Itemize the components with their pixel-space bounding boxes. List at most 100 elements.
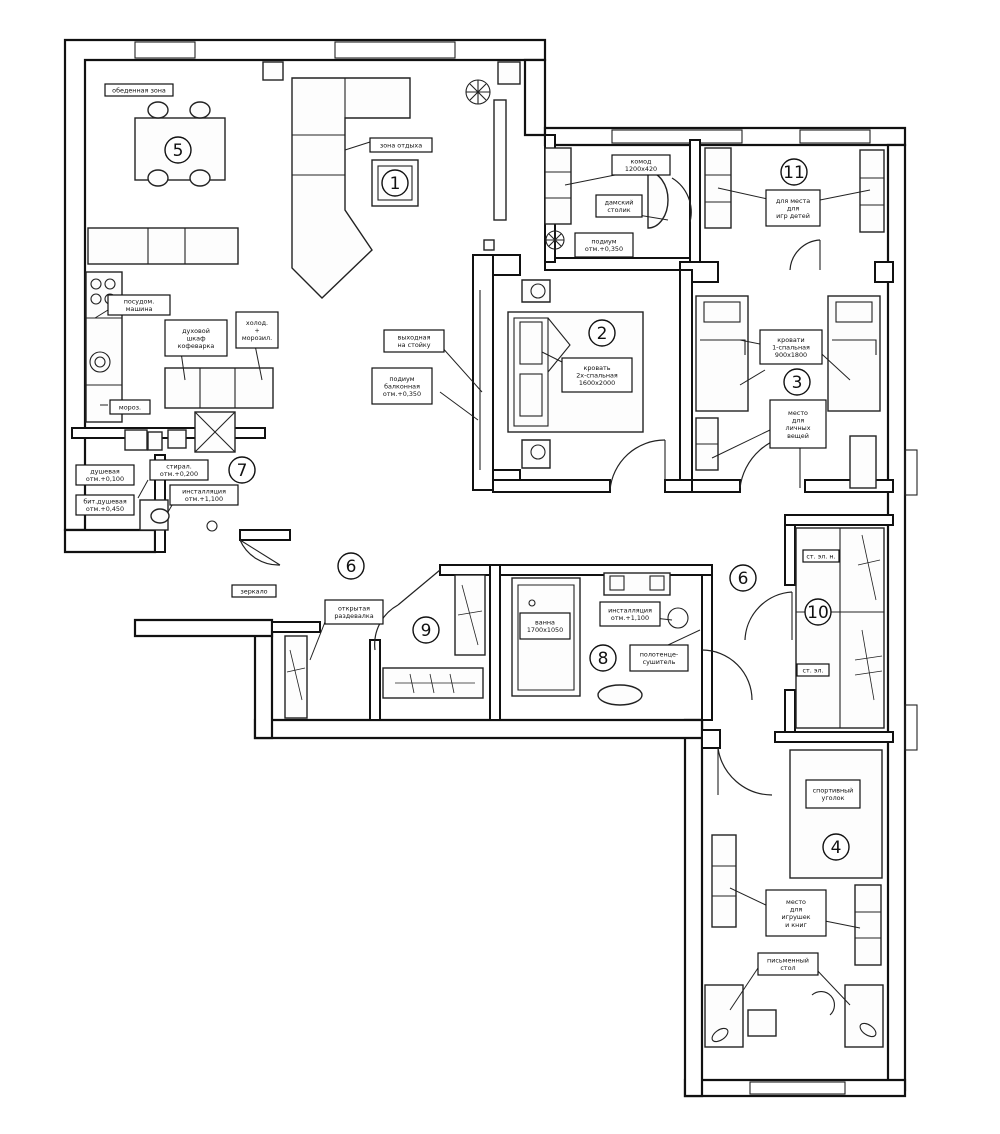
- lamp-icon: [711, 1022, 877, 1043]
- callout-text: уголок: [822, 794, 845, 802]
- callout-text: сушитель: [643, 658, 676, 666]
- kitchen: [85, 271, 274, 453]
- callout-text: игр детей: [776, 212, 810, 220]
- callout-text: полотенце-: [640, 651, 679, 659]
- callout-text: бит.душевая: [83, 498, 127, 506]
- callout-text: отм.+0,350: [383, 390, 421, 398]
- corner-sofa: [291, 77, 411, 299]
- callout-text: отм.+0,350: [585, 245, 623, 253]
- callout-box: [769, 399, 827, 449]
- callout-hood-fridge: холод.+морозил.: [235, 311, 279, 349]
- room-number-text: 9: [421, 621, 432, 641]
- room-number-circle: [412, 616, 440, 644]
- room-number-text: 6: [346, 557, 357, 577]
- callout-text: ст. эл.: [803, 666, 824, 674]
- callout-box: [75, 464, 135, 486]
- kitchen-island: [87, 227, 239, 265]
- callout-text: и книг: [785, 921, 807, 929]
- callout-box: [574, 232, 634, 258]
- callout-text: отм.+0,450: [86, 505, 124, 513]
- callout-text: мороз.: [119, 403, 141, 411]
- closet-9: [374, 569, 486, 699]
- room-number-9: 9: [412, 616, 440, 644]
- room-number-text: 1: [390, 174, 401, 194]
- living-room: [291, 77, 507, 299]
- callout-rest-zone: зона отдыха: [369, 137, 433, 153]
- callout-text: комод: [631, 158, 653, 166]
- callout-box: [611, 154, 671, 176]
- callout-text: инсталляция: [608, 607, 652, 615]
- callout-box: [324, 599, 384, 625]
- tv-stand: [493, 99, 507, 221]
- room-number-circle: [804, 598, 832, 626]
- callout-text: для: [792, 417, 805, 425]
- callout-box: [519, 612, 571, 640]
- room-number-circle: [381, 169, 409, 197]
- room-number-text: 2: [597, 324, 608, 344]
- room-number-8: 8: [589, 644, 617, 672]
- callout-text: для: [787, 204, 800, 212]
- callout-text: кровать: [584, 364, 611, 372]
- callout-text: дамский: [605, 199, 634, 207]
- callout-text: подиум: [591, 238, 616, 246]
- room-number-3: 3: [783, 368, 811, 396]
- callout-text: 1700х1050: [527, 626, 563, 634]
- open-closet: [284, 635, 308, 719]
- room-number-text: 11: [783, 163, 805, 183]
- room-number-4: 4: [822, 833, 850, 861]
- callout-box: [109, 399, 151, 415]
- callout-towel-dryer: полотенце-сушитель: [629, 644, 689, 672]
- room-number-6b: 6: [729, 564, 757, 592]
- callout-text: вещей: [787, 432, 809, 440]
- callout-text: инсталляция: [182, 488, 226, 496]
- room-number-text: 4: [831, 838, 842, 858]
- callout-box: [765, 889, 827, 937]
- callout-box: [149, 459, 209, 481]
- outer-walls: [63, 38, 918, 1098]
- room-number-1: 1: [381, 169, 409, 197]
- room-4: [704, 747, 884, 1048]
- room-number-circle: [337, 552, 365, 580]
- callout-text: письменный: [767, 957, 809, 965]
- room-number-text: 7: [237, 461, 248, 481]
- callout-freezer: мороз.: [109, 399, 151, 415]
- callout-text: кровати: [777, 336, 804, 344]
- interior-walls: [71, 134, 894, 749]
- callout-text: зеркало: [240, 587, 267, 595]
- callout-box: [107, 294, 171, 316]
- room-number-circle: [589, 644, 617, 672]
- callout-text: 2х-спальная: [576, 371, 618, 379]
- callout-text: на стойку: [397, 341, 430, 349]
- callout-closet-top: ст. эл. н.: [802, 549, 840, 563]
- callout-text: 1600х2000: [579, 379, 615, 387]
- room-number-7: 7: [228, 456, 256, 484]
- callout-text: духовой: [182, 327, 210, 335]
- callout-box: [759, 329, 823, 365]
- callout-box: [595, 194, 643, 218]
- callout-text: +: [254, 326, 259, 334]
- callout-dining-zone: обеденная зона: [104, 83, 174, 97]
- callout-box: [599, 601, 661, 627]
- callout-text: душевая: [90, 468, 120, 476]
- room-number-10: 10: [804, 598, 832, 626]
- room-number-circle: [588, 319, 616, 347]
- callout-text: отм.+0,200: [160, 470, 198, 478]
- coffee-table: [371, 159, 419, 207]
- callout-box: [629, 644, 689, 672]
- room-number-circle: [164, 136, 192, 164]
